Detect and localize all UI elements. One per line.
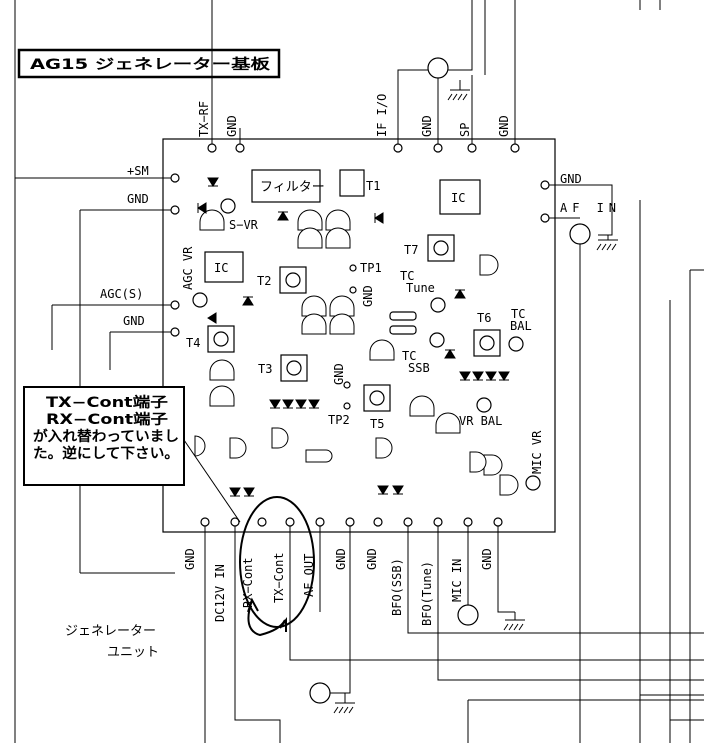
pin-label: DC12V IN xyxy=(213,564,227,622)
board-components: フィルター T1 IC IC S−VR AGC VR T2 T3 T4 T5 xyxy=(181,169,544,497)
tc-bal-label-2: BAL xyxy=(510,319,532,333)
t7-label: T7 xyxy=(404,243,418,257)
pin-label: GND xyxy=(225,115,239,137)
mic-vr-label: MIC VR xyxy=(530,430,544,474)
highlight-ellipse xyxy=(239,496,315,628)
small-parts xyxy=(194,209,519,496)
board-title: AG15 ジェネレーター基板 xyxy=(30,56,271,73)
unit-label-line-1: ジェネレーター xyxy=(65,624,156,639)
agc-vr-label: AGC VR xyxy=(181,246,195,290)
pin-label: GND xyxy=(123,314,145,328)
left-pin-labels: +SM GND AGC(S) GND xyxy=(100,164,149,328)
pin-label: GND xyxy=(480,548,494,570)
pin-label: GND xyxy=(497,115,511,137)
top-pin-labels: TX−RF GND IF I/O GND SP GND xyxy=(197,94,511,137)
s-vr-label: S−VR xyxy=(229,218,259,232)
gnd-tp1-label: GND xyxy=(361,285,375,307)
t2-label: T2 xyxy=(257,274,271,288)
board-outline xyxy=(162,138,556,533)
filter-label: フィルター xyxy=(260,180,325,195)
note-line-1: TX−Cont端子 xyxy=(46,394,168,411)
note-box: TX−Cont端子 RX−Cont端子 が入れ替わっていまし た。逆にして下さい… xyxy=(23,386,241,523)
pin-label: SP xyxy=(458,123,472,137)
tc-tune-label-2: Tune xyxy=(406,281,435,295)
unit-label-line-2: ユニット xyxy=(107,645,159,660)
pin-label: MIC IN xyxy=(450,559,464,602)
note-line-4: た。逆にして下さい。 xyxy=(33,445,179,462)
jacks xyxy=(309,57,591,704)
tc-ssb-label-2: SSB xyxy=(408,361,430,375)
vr-bal-label: VR BAL xyxy=(459,414,502,428)
agc-vr-knob xyxy=(192,292,208,308)
pin-label: AGC(S) xyxy=(100,287,143,301)
t6-label: T6 xyxy=(477,311,491,325)
title-box: AG15 ジェネレーター基板 xyxy=(17,48,281,79)
pin-label: GND xyxy=(334,548,348,570)
pin-label: +SM xyxy=(127,164,149,178)
ic-right xyxy=(439,179,481,215)
gnd-tp2-label: GND xyxy=(332,363,346,385)
pin-label: GND xyxy=(183,548,197,570)
tc-bal-label-1: TC xyxy=(511,307,525,321)
ic-right-label: IC xyxy=(451,191,465,205)
diodes xyxy=(197,177,510,497)
t1-block xyxy=(339,169,365,197)
ic-left xyxy=(204,251,244,283)
swap-highlight xyxy=(239,496,315,637)
unit-label: ジェネレーター ユニット xyxy=(65,624,159,660)
tp2-label: TP2 xyxy=(328,413,350,427)
edge-pads xyxy=(170,143,550,527)
note-line-3: が入れ替わっていまし xyxy=(33,428,179,445)
pin-label: GND xyxy=(365,548,379,570)
pin-label: GND xyxy=(560,172,582,186)
bottom-pin-labels: GND DC12V IN RX−Cont TX−Cont AF OUT GND … xyxy=(183,548,494,626)
s-vr-knob xyxy=(220,198,236,214)
tc-ssb-label-1: TC xyxy=(402,349,416,363)
t5-label: T5 xyxy=(370,417,384,431)
t3-label: T3 xyxy=(258,362,272,376)
t4-label: T4 xyxy=(186,336,200,350)
right-pin-labels: GND AF IN xyxy=(560,172,616,215)
pin-label: BFO(Tune) xyxy=(420,561,434,626)
tc-tune-label-1: TC xyxy=(400,269,414,283)
pin-label: AF IN xyxy=(560,201,616,215)
tp1-label: TP1 xyxy=(360,261,382,275)
filter-block xyxy=(251,169,321,203)
pin-label: TX−RF xyxy=(197,101,211,137)
pin-label: BFO(SSB) xyxy=(390,558,404,616)
t1-label: T1 xyxy=(366,179,380,193)
ground-symbols xyxy=(333,80,618,714)
pin-label: IF I/O xyxy=(375,94,389,137)
ic-left-label: IC xyxy=(214,261,228,275)
pin-label: GND xyxy=(127,192,149,206)
pin-label: GND xyxy=(420,115,434,137)
pin-label: AF OUT xyxy=(302,554,316,597)
pin-label: TX−Cont xyxy=(272,552,286,603)
note-line-2: RX−Cont端子 xyxy=(46,411,168,428)
